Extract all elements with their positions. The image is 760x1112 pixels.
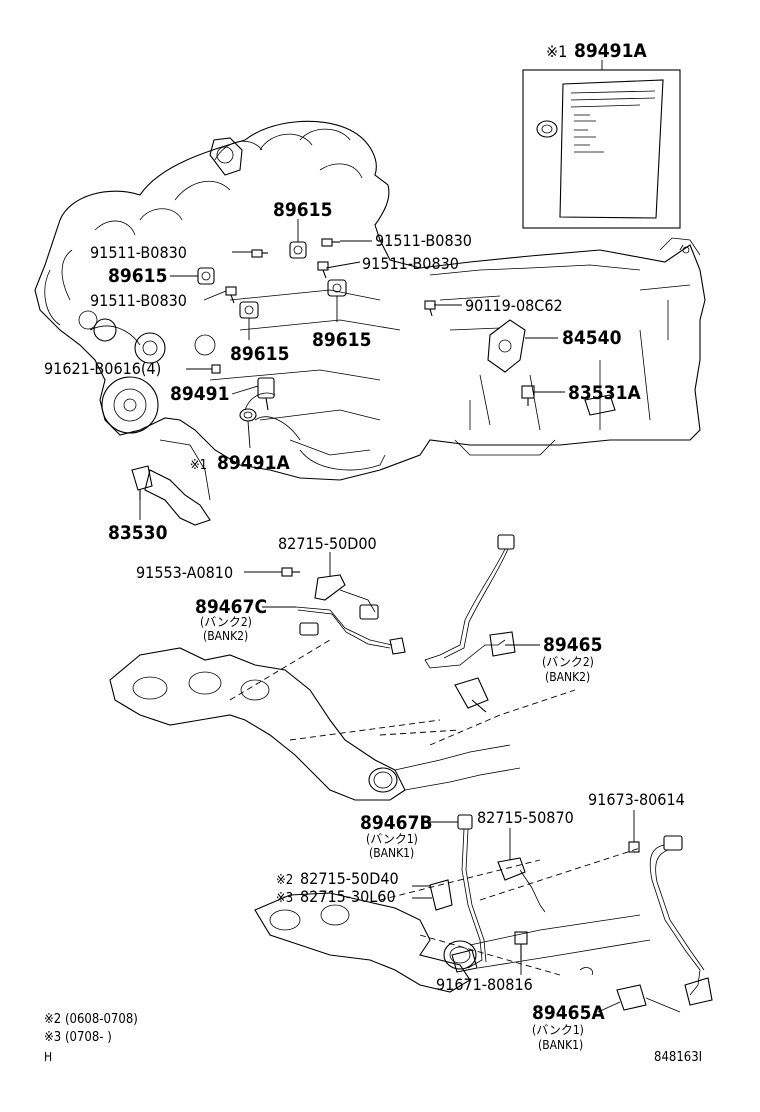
- exhaust-manifold-bank2-illustration: [109, 639, 576, 801]
- o2-sensor-89467B: [451, 814, 487, 973]
- bolt-91511-d: [225, 286, 237, 304]
- label-89615-a: 89615: [273, 199, 332, 221]
- bracket-82715-50870: [497, 857, 546, 913]
- label-91621: 91621-B0616(4): [44, 359, 161, 378]
- bolt-91553: [281, 567, 300, 577]
- label-bank1-jp-b: (バンク1): [532, 1023, 584, 1037]
- bolt-91511-b: [321, 238, 340, 247]
- mark-1: ※1: [190, 458, 207, 473]
- label-89465A: 89465A: [532, 1002, 605, 1024]
- bracket-82715-50D00: [314, 574, 376, 613]
- label-82715-50870: 82715-50870: [477, 808, 574, 827]
- mark-2: ※2: [276, 873, 293, 888]
- corner-mark: H: [44, 1050, 52, 1064]
- o-ring-89491A: [239, 408, 257, 422]
- label-84540: 84540: [562, 327, 622, 349]
- drawing-id: 848163I: [654, 1050, 702, 1065]
- bolt-90119: [424, 300, 436, 317]
- label-bank1-jp-a: (バンク1): [366, 832, 418, 846]
- mark-3: ※3: [276, 891, 293, 906]
- bolt-91671: [514, 931, 528, 960]
- label-bank1-en-b: (BANK1): [538, 1038, 583, 1052]
- label-82715-50D00: 82715-50D00: [278, 534, 377, 553]
- exhaust-manifold-bank1-illustration: [254, 847, 651, 993]
- mark-1-top: ※1: [546, 42, 567, 61]
- label-89491A: 89491A: [217, 452, 290, 474]
- bolt-91673: [628, 841, 640, 853]
- label-91673: 91673-80614: [588, 790, 685, 809]
- knock-sensor-89615-d: [327, 279, 347, 297]
- leader-lines: [139, 219, 635, 1013]
- label-82715-50D40: 82715-50D40: [300, 869, 399, 888]
- bolt-91511-c: [317, 261, 329, 279]
- label-89467B: 89467B: [360, 812, 433, 834]
- label-89491A-top: 89491A: [574, 40, 647, 62]
- label-83530: 83530: [108, 522, 168, 544]
- footnote-3: ※3 (0708- ): [44, 1030, 112, 1045]
- label-91511-a: 91511-B0830: [90, 243, 187, 262]
- knock-sensor-89615-a: [289, 241, 307, 259]
- knock-sensor-89615-b: [197, 267, 215, 285]
- instruction-sheet-illustration: [522, 60, 681, 229]
- label-bank2-en-b: (BANK2): [545, 670, 590, 684]
- label-bank2-jp-b: (バンク2): [542, 655, 594, 669]
- label-89491: 89491: [170, 383, 229, 405]
- label-89615-c: 89615: [230, 343, 289, 365]
- footnote-2: ※2 (0608-0708): [44, 1012, 138, 1027]
- o2-sensor-89465: [424, 534, 516, 713]
- label-89465: 89465: [543, 634, 602, 656]
- knock-sensor-89615-c: [239, 301, 259, 319]
- label-89615-b: 89615: [108, 265, 167, 287]
- label-91511-c: 91511-B0830: [362, 254, 459, 273]
- crank-sensor-89491: [257, 377, 275, 411]
- bracket-82715-50D40: [429, 879, 453, 911]
- oil-pressure-switch-83530: [131, 465, 153, 500]
- o2-sensor-89467C: [295, 604, 406, 655]
- label-bank2-jp-a: (バンク2): [200, 615, 252, 629]
- label-89615-d: 89615: [312, 329, 371, 351]
- bolt-91511-a: [251, 249, 268, 258]
- label-91511-d: 91511-B0830: [90, 291, 187, 310]
- label-bank1-en-a: (BANK1): [369, 846, 414, 860]
- label-bank2-en-a: (BANK2): [203, 629, 248, 643]
- footnotes: ※2 (0608-0708) ※3 (0708- ) H 848163I: [44, 1012, 702, 1065]
- part-labels: 89491A ※1 89615 91511-B0830 91511-B0830 …: [44, 40, 685, 1052]
- label-83531A: 83531A: [568, 382, 641, 404]
- engine-transmission-illustration: [34, 120, 706, 526]
- label-89467C: 89467C: [195, 596, 267, 618]
- neutral-switch-84540: [487, 319, 526, 373]
- label-91553: 91553-A0810: [136, 563, 233, 582]
- label-91511-b: 91511-B0830: [375, 231, 472, 250]
- label-91671: 91671-80816: [436, 975, 533, 994]
- label-90119: 90119-08C62: [465, 296, 563, 315]
- bolt-91621: [211, 364, 221, 374]
- label-82715-30L60: 82715-30L60: [300, 887, 396, 906]
- o2-sensor-89465A: [579, 835, 713, 1013]
